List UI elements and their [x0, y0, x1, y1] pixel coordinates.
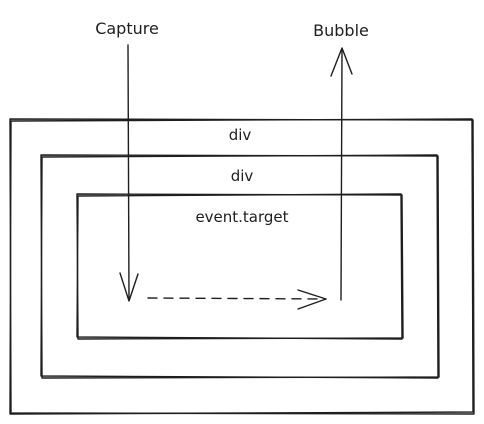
bubble-arrow — [330, 47, 353, 301]
middle-div-box — [40, 154, 440, 379]
outer-div-box — [9, 118, 475, 415]
capture-arrow — [119, 44, 139, 302]
target-label: event.target — [195, 208, 288, 226]
target-box — [76, 193, 404, 340]
capture-label: Capture — [95, 19, 159, 38]
middle-div-label: div — [231, 167, 254, 185]
bubble-label: Bubble — [313, 21, 369, 40]
outer-div-label: div — [229, 126, 252, 144]
target-dashed-arrow — [147, 289, 327, 310]
